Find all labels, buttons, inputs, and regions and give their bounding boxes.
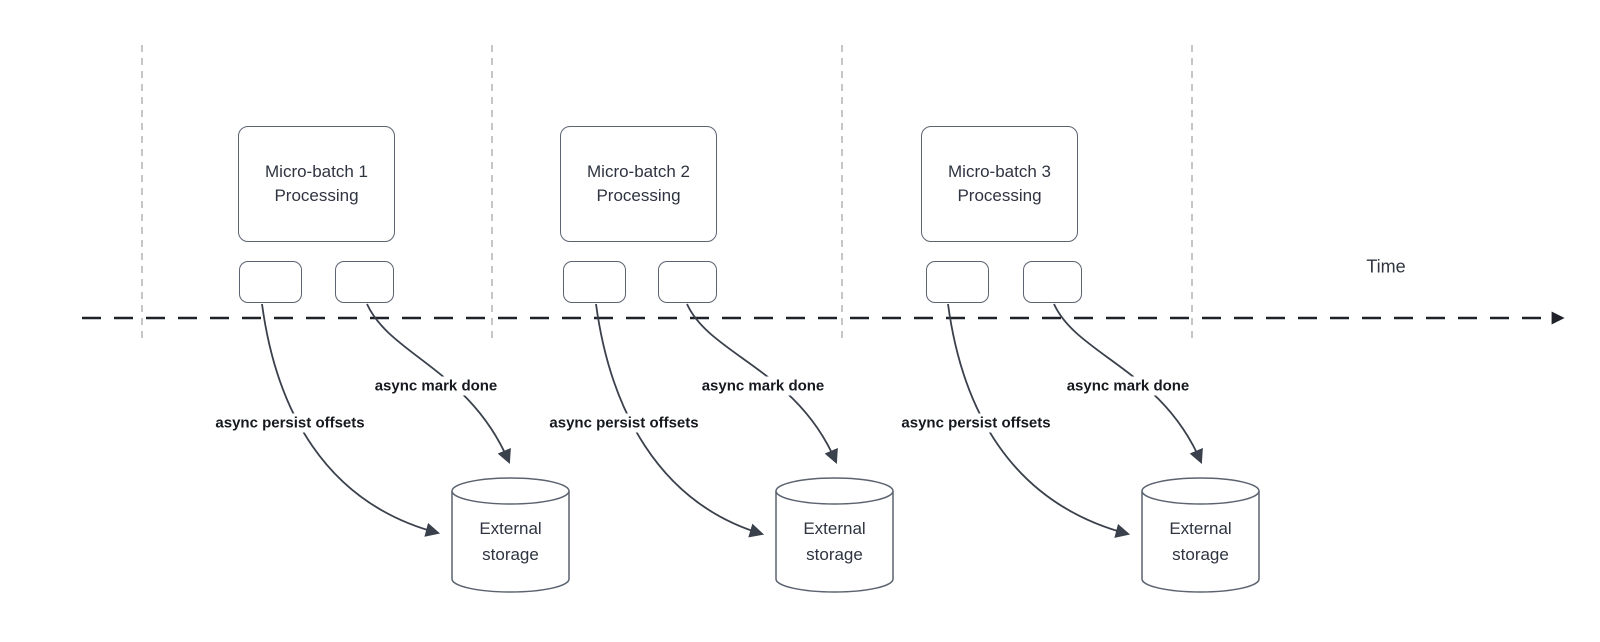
micro-batch-3-processing-box: Micro-batch 3 Processing [921, 126, 1078, 242]
external-storage-label-1-line2: storage [482, 545, 539, 564]
external-storage-label-1: External storage [452, 500, 569, 584]
persist-offsets-arrow-2 [595, 303, 765, 538]
micro-batch-3-markdone-task-box [1023, 261, 1082, 303]
mark-done-arrow-2 [686, 303, 838, 464]
external-storage-label-2-line1: External [803, 519, 866, 538]
async-persist-offsets-label-2: async persist offsets [544, 413, 704, 433]
external-storage-cylinder-1 [451, 477, 570, 593]
external-storage-cylinder-2 [775, 477, 894, 593]
external-storage-label-2: External storage [776, 500, 893, 584]
micro-batch-1-processing-box: Micro-batch 1 Processing [238, 126, 395, 242]
micro-batch-1-title-line2: Processing [274, 186, 359, 205]
mark-done-arrow-3 [1053, 303, 1203, 464]
external-storage-label-3: External storage [1142, 500, 1259, 584]
persist-offsets-arrow-1 [261, 303, 441, 537]
micro-batch-1-markdone-task-box [335, 261, 394, 303]
mark-done-arrow-1 [366, 303, 511, 464]
micro-batch-3-offset-task-box [926, 261, 989, 303]
external-storage-label-1-line1: External [479, 519, 542, 538]
micro-batch-3-title-line2: Processing [957, 186, 1042, 205]
micro-batch-2-title-line2: Processing [596, 186, 681, 205]
micro-batch-2-offset-task-box [563, 261, 626, 303]
external-storage-label-3-line1: External [1169, 519, 1232, 538]
async-mark-done-label-3: async mark done [1061, 376, 1195, 396]
external-storage-label-3-line2: storage [1172, 545, 1229, 564]
async-persist-offsets-label-1: async persist offsets [210, 413, 370, 433]
micro-batch-1-title-line1: Micro-batch 1 [265, 162, 368, 181]
external-storage-label-2-line2: storage [806, 545, 863, 564]
async-mark-done-label-1: async mark done [369, 376, 503, 396]
micro-batch-2-processing-box: Micro-batch 2 Processing [560, 126, 717, 242]
micro-batch-3-title-line1: Micro-batch 3 [948, 162, 1051, 181]
micro-batch-2-title-line1: Micro-batch 2 [587, 162, 690, 181]
micro-batch-2-markdone-task-box [658, 261, 717, 303]
async-mark-done-label-2: async mark done [696, 376, 830, 396]
micro-batch-1-offset-task-box [239, 261, 302, 303]
async-persist-offsets-label-3: async persist offsets [896, 413, 1056, 433]
external-storage-cylinder-3 [1141, 477, 1260, 593]
persist-offsets-arrow-3 [947, 303, 1131, 538]
time-axis-label: Time [1366, 256, 1406, 277]
